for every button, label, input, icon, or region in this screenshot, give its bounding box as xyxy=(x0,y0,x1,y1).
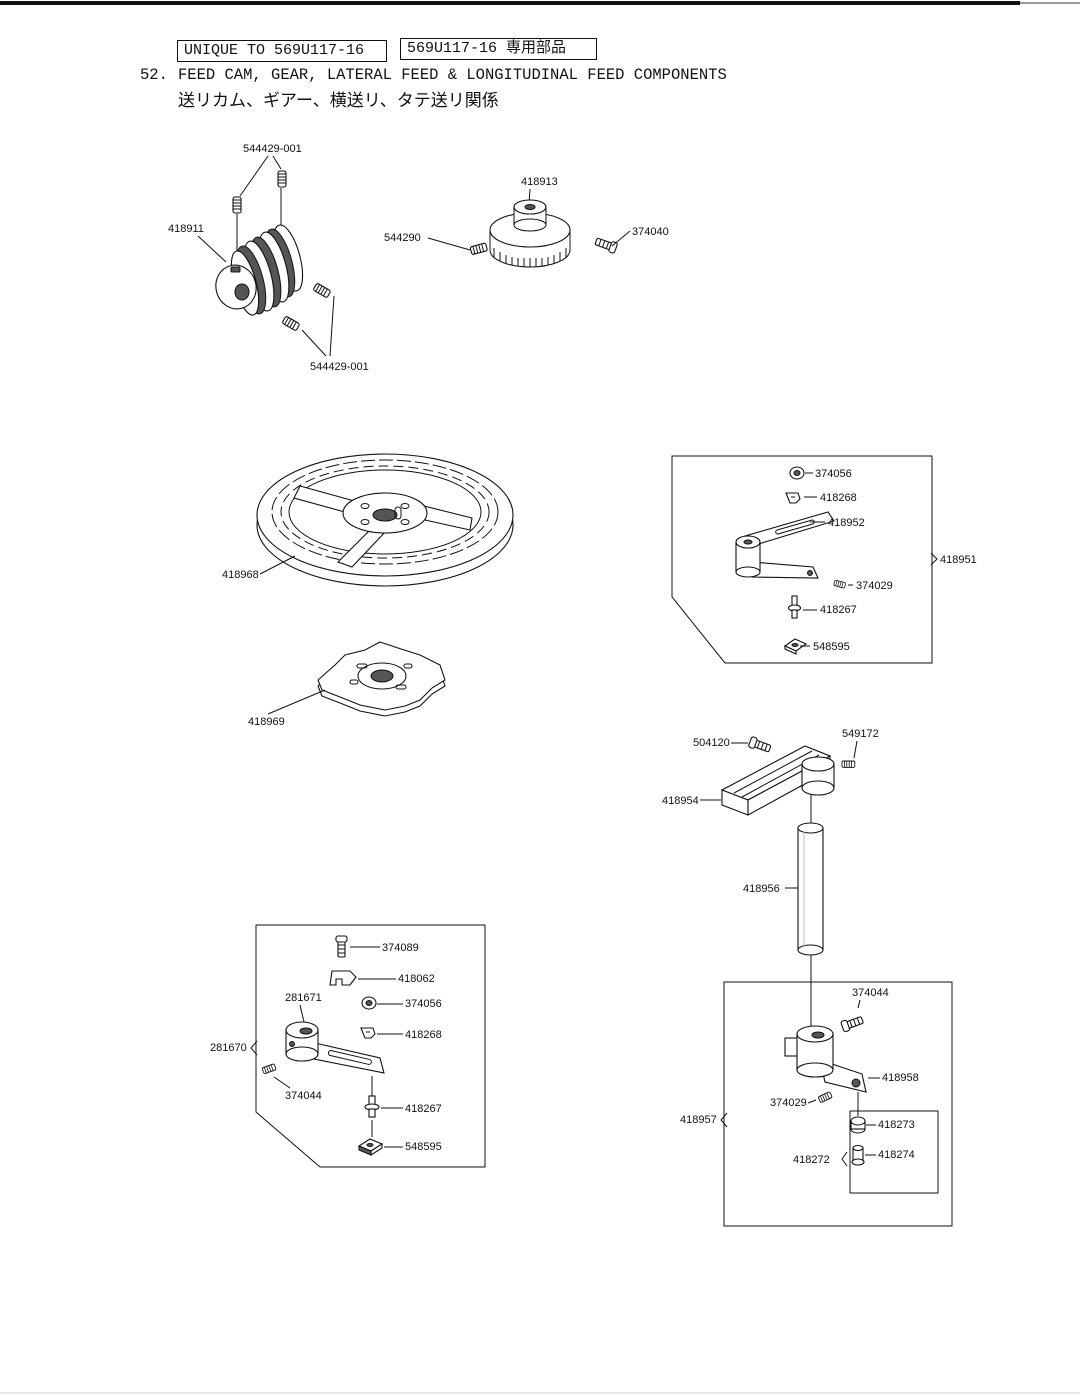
label-block: 548595 xyxy=(405,1141,442,1153)
assembly-bracket xyxy=(841,1151,848,1167)
set-screw-drawing xyxy=(312,282,332,299)
label-gear: 418913 xyxy=(521,176,558,188)
screw-drawing xyxy=(747,735,773,755)
label-clamp-b: 418268 xyxy=(405,1029,442,1041)
label-gear-screw-left: 544290 xyxy=(384,232,421,244)
leader-line xyxy=(197,235,227,263)
set-screw-drawing xyxy=(817,1091,833,1104)
set-screw-drawing xyxy=(261,1063,277,1075)
leader-line xyxy=(267,689,326,715)
label-gear-screw-right: 374040 xyxy=(632,226,669,238)
stud-drawing xyxy=(787,595,802,619)
label-bracket-pin: 549172 xyxy=(842,728,879,740)
label-shaft: 418956 xyxy=(743,883,780,895)
block-drawing xyxy=(357,1138,384,1157)
label-set-screw: 374044 xyxy=(285,1090,322,1102)
lateral-feed-arm-drawing xyxy=(735,511,835,579)
set-screw-drawing xyxy=(841,760,856,768)
set-screw-drawing xyxy=(232,196,242,214)
leader-line xyxy=(853,740,858,759)
label-arm: 418958 xyxy=(882,1072,919,1084)
set-screw-drawing xyxy=(281,315,301,332)
label-bracket-screw: 504120 xyxy=(693,737,730,749)
label-cam-cover-plate: 418969 xyxy=(248,716,285,728)
label-set-screw-bottom: 544429-001 xyxy=(310,361,369,373)
gear-drawing xyxy=(489,199,571,268)
shaft-drawing xyxy=(797,822,824,956)
label-arm: 418952 xyxy=(828,517,865,529)
nut-drawing xyxy=(789,466,805,480)
clamp-drawing xyxy=(329,970,357,986)
feed-arm-drawing xyxy=(285,1021,385,1074)
feed-cam-drum-drawing xyxy=(215,224,304,316)
label-screw: 374029 xyxy=(856,580,893,592)
label-screw-top: 374044 xyxy=(852,987,889,999)
assembly-box xyxy=(255,924,486,1168)
label-clamp: 418268 xyxy=(820,492,857,504)
label-screw: 374089 xyxy=(382,942,419,954)
leader-line xyxy=(427,237,471,251)
label-block: 548595 xyxy=(813,641,850,653)
lower-part-drawing xyxy=(851,1144,865,1166)
clamp-drawing xyxy=(785,492,801,504)
leader-line xyxy=(329,295,335,357)
stud-drawing xyxy=(364,1095,380,1118)
clamp-drawing xyxy=(360,1027,376,1039)
leader-line xyxy=(807,1099,817,1104)
label-bracket: 418954 xyxy=(662,795,699,807)
unique-to-box-jp: 569U117-16 専用部品 xyxy=(400,38,597,60)
sub-assembly-box xyxy=(849,1110,939,1194)
upper-part-drawing xyxy=(850,1116,866,1134)
label-set-screw-top: 544429-001 xyxy=(243,143,302,155)
leader-line xyxy=(239,155,269,197)
label-assembly: 281670 xyxy=(210,1042,247,1054)
assembly-box xyxy=(723,981,953,1227)
label-arm: 281671 xyxy=(285,992,322,1004)
feed-cam-plate-drawing xyxy=(256,453,514,587)
cam-cover-plate-drawing xyxy=(317,641,446,717)
label-nut: 374056 xyxy=(815,468,852,480)
unique-to-box: UNIQUE TO 569U117-16 xyxy=(177,40,387,62)
section-title-jp: 送リカム、ギアー、横送リ、タテ送リ関係 xyxy=(178,91,499,111)
longitudinal-feed-arm-drawing xyxy=(784,1025,867,1093)
label-nut: 374056 xyxy=(405,998,442,1010)
label-feed-cam-plate: 418968 xyxy=(222,569,259,581)
screw-drawing xyxy=(469,242,489,256)
label-upper-part: 418273 xyxy=(878,1119,915,1131)
label-screw: 374029 xyxy=(770,1097,807,1109)
top-rule xyxy=(0,1,1020,5)
section-title: FEED CAM, GEAR, LATERAL FEED & LONGITUDI… xyxy=(178,66,727,84)
leader-line xyxy=(857,999,861,1009)
assembly-bracket xyxy=(720,1112,728,1128)
nut-drawing xyxy=(361,996,377,1010)
assembly-bracket xyxy=(930,552,938,566)
section-number: 52. xyxy=(140,66,168,84)
label-assembly: 418957 xyxy=(680,1114,717,1126)
assembly-box xyxy=(671,455,933,664)
screw-drawing xyxy=(833,579,847,589)
leader-line xyxy=(272,155,282,170)
screw-drawing xyxy=(593,235,619,255)
label-lower-part: 418274 xyxy=(878,1149,915,1161)
label-drum: 418911 xyxy=(168,223,204,235)
leader-line xyxy=(273,1076,291,1089)
top-rule-faint xyxy=(1020,2,1080,4)
leader-line xyxy=(301,329,327,357)
leader-line xyxy=(611,230,631,247)
label-sub-assembly: 418272 xyxy=(793,1154,830,1166)
set-screw-drawing xyxy=(277,170,287,188)
feed-bracket-drawing xyxy=(720,745,835,816)
screw-drawing xyxy=(335,935,348,958)
leader-line xyxy=(259,555,296,575)
block-drawing xyxy=(783,638,808,655)
label-assembly: 418951 xyxy=(940,554,977,566)
screw-drawing xyxy=(840,1014,865,1033)
assembly-bracket xyxy=(250,1040,258,1056)
label-stud: 418267 xyxy=(405,1103,442,1115)
label-stud: 418267 xyxy=(820,604,857,616)
label-clamp-a: 418062 xyxy=(398,973,435,985)
